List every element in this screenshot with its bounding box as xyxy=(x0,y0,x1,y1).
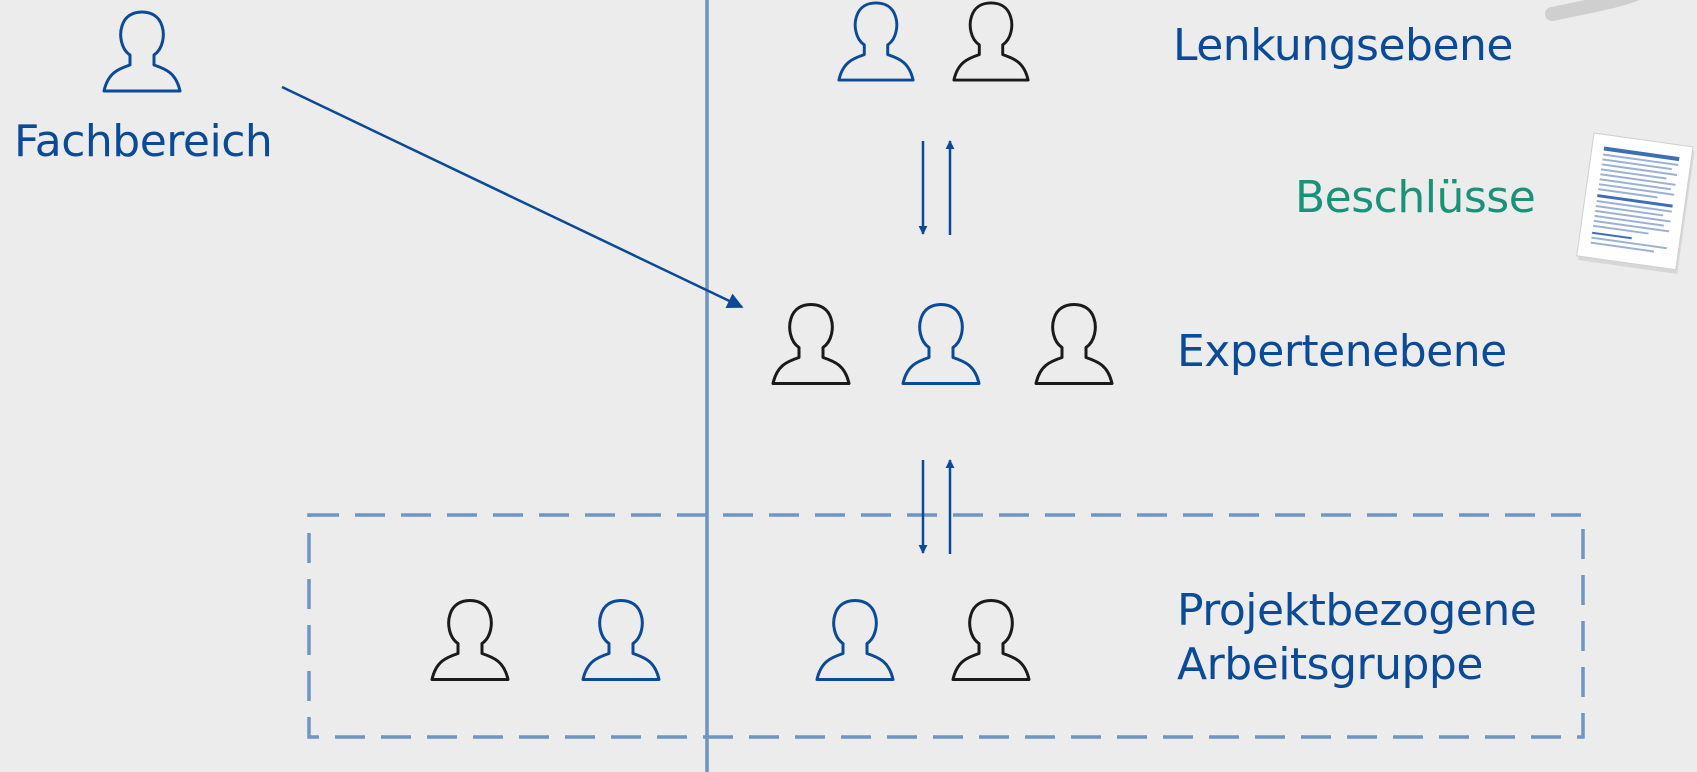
person-icon xyxy=(771,302,851,386)
arbeitsgruppe-label-line2: Arbeitsgruppe xyxy=(1177,638,1483,690)
person-icon xyxy=(952,1,1030,82)
lenkungsebene-label: Lenkungsebene xyxy=(1173,20,1513,71)
arbeitsgruppe-label: Projektbezogene Arbeitsgruppe xyxy=(1177,584,1537,691)
arbeitsgruppe-label-line1: Projektbezogene xyxy=(1177,585,1537,636)
document-icon xyxy=(1576,132,1695,274)
person-icon xyxy=(581,598,661,682)
person-icon xyxy=(951,598,1031,682)
arbeitsgruppe-dashed-box xyxy=(307,513,1585,739)
person-icon xyxy=(1034,302,1114,386)
person-icon xyxy=(837,1,915,82)
person-icon xyxy=(102,10,182,93)
beschluesse-label: Beschlüsse xyxy=(1295,172,1536,223)
decorative-swoosh xyxy=(1545,0,1640,21)
lenkung-experten-arrows xyxy=(918,140,955,235)
fachbereich-label: Fachbereich xyxy=(14,116,273,167)
fachbereich-arrow xyxy=(281,85,744,309)
person-icon xyxy=(901,302,981,386)
expertenebene-label: Expertenebene xyxy=(1177,326,1507,377)
person-icon xyxy=(430,598,510,682)
experten-arbeitsgruppe-arrows xyxy=(918,459,955,554)
person-icon xyxy=(815,598,895,682)
